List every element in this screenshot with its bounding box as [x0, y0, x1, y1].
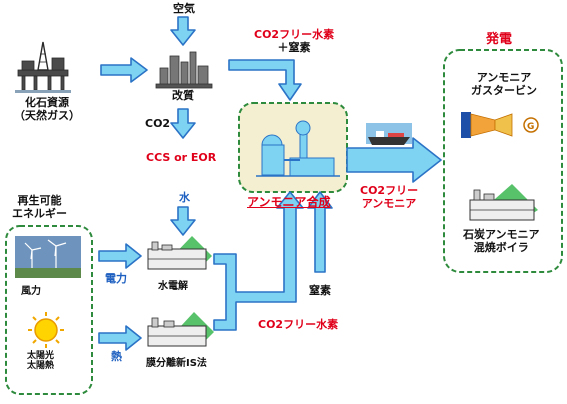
co2free-ammonia-label: CO2フリー アンモニア — [360, 184, 419, 210]
ammonia-plant-icon — [256, 120, 340, 177]
heat-flow-label: 熱 — [111, 350, 122, 363]
co2-label: CO2 — [145, 117, 171, 130]
arrow-co2-down — [170, 108, 196, 139]
co2free-hydrogen-line-1: CO2フリー水素 — [254, 28, 335, 41]
coal-boiler-icon — [469, 184, 538, 221]
solar-label: 太陽光 太陽熱 — [27, 351, 54, 372]
power-generation-box — [443, 49, 563, 273]
arrow-hydrogen-to-synthesis — [213, 191, 304, 331]
fossil-line-2: （天然ガス） — [14, 108, 80, 122]
air-label: 空気 — [173, 2, 195, 15]
solar-line-2: 太陽熱 — [27, 361, 55, 372]
gas-turbine-label: アンモニア ガスタービン — [471, 71, 537, 97]
co2free-hydrogen-line-2: ＋窒素 — [277, 40, 311, 54]
power-generation-title: 発電 — [486, 32, 513, 47]
fossil-resource-label: 化石資源 （天然ガス） — [14, 96, 80, 122]
coal-boiler-line-1: 石炭アンモニア — [463, 228, 540, 241]
co2free-hydrogen-bottom-label: CO2フリー水素 — [258, 318, 339, 331]
renewable-line-1: 再生可能 — [17, 194, 62, 207]
membrane-plant-icon — [147, 312, 214, 347]
arrow-fossil-to-reforming — [100, 57, 148, 83]
ccs-eor-label: CCS or EOR — [146, 151, 217, 164]
oil-rig-icon — [15, 41, 71, 93]
electrolysis-label: 水電解 — [158, 281, 188, 292]
tanker-ship-icon — [366, 123, 412, 145]
arrow-heat — [98, 325, 142, 351]
sun-icon — [28, 312, 64, 348]
ammonia-synthesis-label: アンモニア合成 — [247, 195, 331, 210]
renewable-energy-label: 再生可能 エネルギー — [12, 194, 67, 220]
reforming-label: 改質 — [172, 89, 194, 102]
co2free-ammonia-line-1: CO2フリー — [360, 184, 419, 197]
wind-label: 風力 — [21, 286, 41, 297]
ammonia-synthesis-text: アンモニア合成 — [247, 195, 331, 209]
co2free-hydrogen-nitrogen-label: CO2フリー水素 ＋窒素 — [254, 28, 335, 54]
coal-boiler-label: 石炭アンモニア 混焼ボイラ — [463, 228, 540, 254]
membrane-label: 膜分離新IS法 — [146, 358, 207, 369]
solar-line-1: 太陽光 — [27, 351, 55, 361]
arrow-ammonia-to-power — [346, 137, 442, 183]
water-label: 水 — [179, 191, 190, 204]
arrow-water-down — [170, 206, 196, 236]
wind-turbine-icon — [15, 236, 81, 278]
ammonia-synthesis-box — [238, 102, 348, 193]
svg-text:G: G — [527, 122, 534, 132]
reforming-plant-icon — [155, 51, 213, 89]
electrolysis-plant-icon — [147, 236, 212, 270]
nitrogen-label: 窒素 — [309, 284, 331, 297]
co2free-ammonia-line-2: アンモニア — [361, 196, 417, 210]
renewable-line-2: エネルギー — [12, 206, 67, 220]
gas-turbine-icon: G — [461, 112, 539, 138]
power-flow-label: 電力 — [105, 272, 127, 285]
arrow-reforming-to-synthesis — [228, 59, 302, 101]
arrow-nitrogen-up — [307, 191, 333, 273]
coal-boiler-line-2: 混焼ボイラ — [473, 240, 529, 254]
gas-turbine-line-1: アンモニア — [476, 71, 532, 84]
arrow-air-down — [170, 16, 196, 46]
fossil-line-1: 化石資源 — [25, 96, 69, 109]
arrow-power — [98, 243, 142, 269]
renewable-energy-box — [5, 225, 93, 395]
gas-turbine-line-2: ガスタービン — [471, 83, 537, 97]
